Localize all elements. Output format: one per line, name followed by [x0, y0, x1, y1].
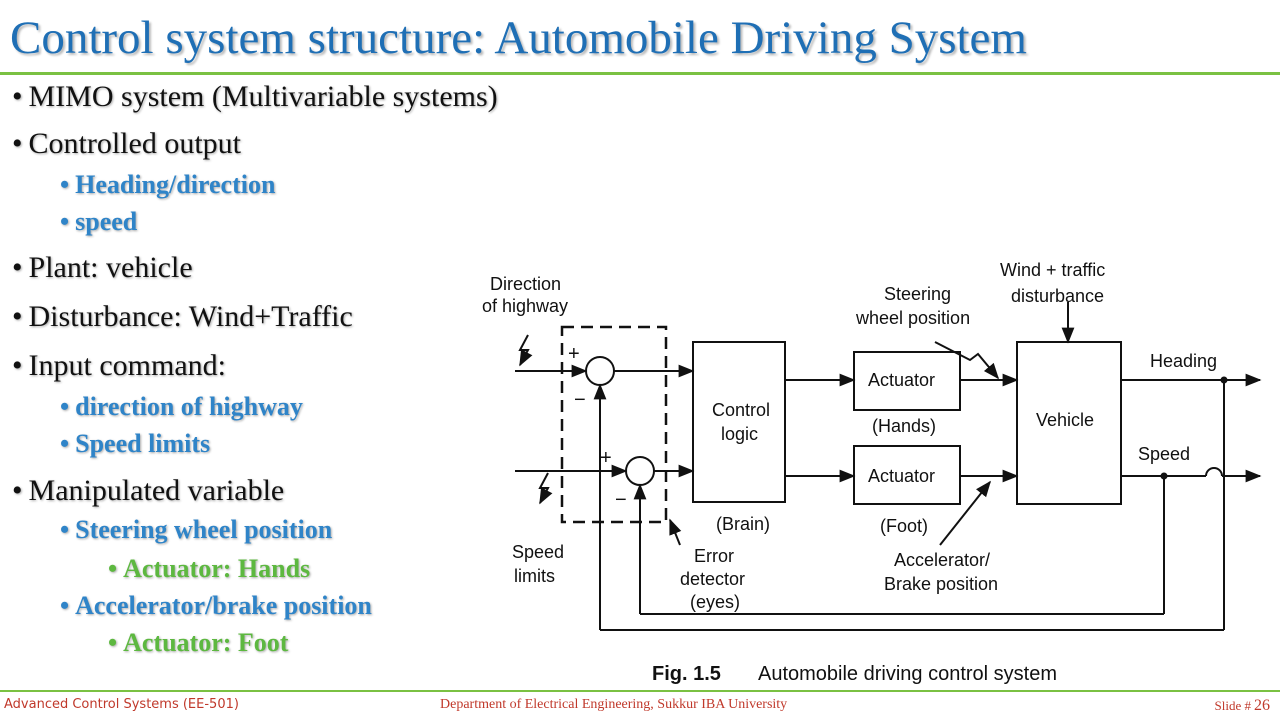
brain-label: (Brain) [716, 514, 770, 534]
bullet-item: •Plant: vehicle [12, 251, 193, 285]
title-divider [0, 72, 1280, 75]
control-logic-label: logic [721, 424, 758, 444]
bullet-text: Actuator: Hands [123, 554, 311, 583]
bullet-glyph: • [12, 300, 23, 333]
figure-caption: Automobile driving control system [758, 663, 1057, 685]
control-logic-label: Control [712, 400, 770, 420]
bullet-glyph: • [12, 251, 23, 284]
bullet-item: •speed [60, 207, 137, 237]
accelerator-label: Brake position [884, 574, 998, 594]
bullet-text: Heading/direction [75, 170, 276, 199]
slide-number: 26 [1254, 697, 1270, 714]
bullet-glyph: • [12, 80, 23, 113]
summing-junction-bottom [625, 456, 655, 486]
bullet-glyph: • [108, 628, 118, 657]
block-diagram: Direction of highway Speed limits + − + … [482, 260, 1262, 685]
bullet-glyph: • [108, 554, 118, 583]
bullet-text: Steering wheel position [75, 515, 333, 544]
footer-course: Advanced Control Systems (EE-501) [4, 697, 239, 712]
bullet-text: Speed limits [75, 429, 211, 458]
speed-limits-label: Speed [512, 542, 564, 562]
plus-sign: + [568, 343, 580, 365]
error-detector-label: (eyes) [690, 592, 740, 612]
block-diagram-figure: Direction of highway Speed limits + − + … [470, 250, 1280, 690]
bullet-glyph: • [60, 429, 70, 458]
control-logic-block [692, 341, 786, 503]
slide-label: Slide # [1214, 698, 1251, 713]
bullet-text: MIMO system (Multivariable systems) [28, 80, 498, 113]
error-detector-label: Error [694, 546, 734, 566]
speed-label: Speed [1138, 444, 1190, 464]
bullet-item: •Actuator: Foot [108, 628, 288, 658]
footer-department: Department of Electrical Engineering, Su… [440, 697, 788, 712]
bullet-glyph: • [12, 474, 23, 507]
plus-sign: + [600, 447, 612, 469]
footer-slide-number: Slide #26 [1215, 697, 1270, 715]
bullet-item: •Actuator: Hands [108, 554, 310, 584]
bullet-text: Controlled output [28, 127, 242, 160]
minus-sign: − [615, 489, 627, 511]
summing-junction-top [585, 356, 615, 386]
bullet-text: speed [75, 207, 138, 236]
bullet-glyph: • [60, 170, 70, 199]
bullet-item: •Speed limits [60, 429, 210, 459]
bullet-item: •Controlled output [12, 127, 241, 161]
bullet-item: •Disturbance: Wind+Traffic [12, 300, 353, 334]
bullet-glyph: • [60, 515, 70, 544]
slide-title: Control system structure: Automobile Dri… [10, 12, 1027, 64]
bullet-glyph: • [12, 349, 23, 382]
hands-label: (Hands) [872, 416, 936, 436]
direction-label: of highway [482, 296, 568, 316]
bullet-item: •Manipulated variable [12, 474, 284, 508]
bullet-glyph: • [60, 591, 70, 620]
heading-label: Heading [1150, 351, 1217, 371]
speed-limits-label: limits [514, 566, 555, 586]
bullet-text: direction of highway [75, 392, 303, 421]
minus-sign: − [574, 389, 586, 411]
actuator-hands-label: Actuator [868, 370, 935, 390]
bullet-glyph: • [60, 207, 70, 236]
footer-divider [0, 690, 1280, 692]
bullet-list: •MIMO system (Multivariable systems) •Co… [0, 0, 498, 680]
bullet-text: Input command: [28, 349, 226, 382]
figure-number: Fig. 1.5 [652, 663, 721, 685]
bullet-text: Manipulated variable [28, 474, 285, 507]
bullet-text: Plant: vehicle [28, 251, 193, 284]
bullet-text: Disturbance: Wind+Traffic [28, 300, 353, 333]
error-detector-box [560, 325, 668, 524]
actuator-foot-label: Actuator [868, 466, 935, 486]
bullet-text: Actuator: Foot [123, 628, 289, 657]
bullet-item: •direction of highway [60, 392, 303, 422]
accelerator-label: Accelerator/ [894, 550, 990, 570]
steering-label: wheel position [855, 308, 970, 328]
bullet-item: •MIMO system (Multivariable systems) [12, 80, 498, 114]
direction-label: Direction [490, 274, 561, 294]
bullet-glyph: • [60, 392, 70, 421]
error-detector-label: detector [680, 569, 745, 589]
disturbance-label: Wind + traffic [1000, 260, 1105, 280]
bullet-item: •Heading/direction [60, 170, 275, 200]
bullet-item: •Input command: [12, 349, 226, 383]
bullet-item: •Accelerator/brake position [60, 591, 372, 621]
bullet-item: •Steering wheel position [60, 515, 332, 545]
vehicle-label: Vehicle [1036, 410, 1094, 430]
bullet-glyph: • [12, 127, 23, 160]
bullet-text: Accelerator/brake position [75, 591, 372, 620]
steering-label: Steering [884, 284, 951, 304]
disturbance-label: disturbance [1011, 286, 1104, 306]
foot-label: (Foot) [880, 516, 928, 536]
